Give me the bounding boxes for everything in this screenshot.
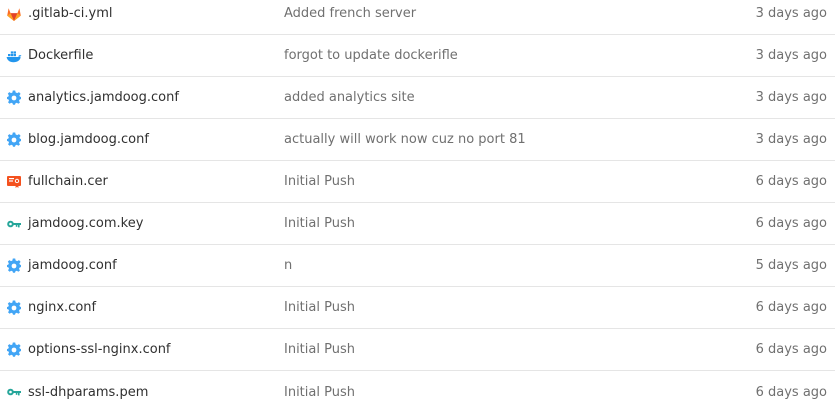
file-name[interactable]: nginx.conf xyxy=(28,300,97,315)
commit-date: 3 days ago xyxy=(755,90,827,105)
file-name[interactable]: blog.jamdoog.conf xyxy=(28,132,149,147)
file-row[interactable]: nginx.conf Initial Push 6 days ago xyxy=(0,287,835,329)
settings-gear-icon xyxy=(6,341,22,358)
file-name[interactable]: options-ssl-nginx.conf xyxy=(28,342,171,357)
file-row[interactable]: fullchain.cer Initial Push 6 days ago xyxy=(0,161,835,203)
commit-message[interactable]: n xyxy=(284,258,293,273)
file-name-cell[interactable]: Dockerfile xyxy=(6,35,93,76)
file-name-cell[interactable]: options-ssl-nginx.conf xyxy=(6,329,171,370)
commit-date: 3 days ago xyxy=(755,6,827,21)
commit-message[interactable]: Initial Push xyxy=(284,384,355,400)
key-icon xyxy=(6,216,22,232)
file-name[interactable]: fullchain.cer xyxy=(28,174,108,189)
file-row[interactable]: jamdoog.com.key Initial Push 6 days ago xyxy=(0,203,835,245)
settings-gear-icon xyxy=(6,257,22,274)
file-name-cell[interactable]: nginx.conf xyxy=(6,287,96,328)
file-name-cell[interactable]: blog.jamdoog.conf xyxy=(6,119,149,160)
commit-message[interactable]: actually will work now cuz no port 81 xyxy=(284,132,526,147)
file-row[interactable]: ssl-dhparams.pem Initial Push 6 days ago xyxy=(0,371,835,408)
file-name[interactable]: jamdoog.conf xyxy=(28,258,117,273)
file-name[interactable]: Dockerfile xyxy=(28,48,94,63)
gitlab-icon xyxy=(6,6,22,22)
commit-date: 5 days ago xyxy=(755,258,827,273)
file-row[interactable]: Dockerfile forgot to update dockerifle 3… xyxy=(0,35,835,77)
commit-message[interactable]: Initial Push xyxy=(284,174,355,189)
docker-icon xyxy=(6,48,22,64)
file-row[interactable]: blog.jamdoog.conf actually will work now… xyxy=(0,119,835,161)
commit-message[interactable]: Initial Push xyxy=(284,216,355,231)
file-name-cell[interactable]: analytics.jamdoog.conf xyxy=(6,77,179,118)
commit-date: 3 days ago xyxy=(755,132,827,147)
commit-message[interactable]: Initial Push xyxy=(284,342,355,357)
file-row[interactable]: .gitlab-ci.yml Added french server 3 day… xyxy=(0,0,835,35)
file-name-cell[interactable]: jamdoog.conf xyxy=(6,245,117,286)
commit-date: 6 days ago xyxy=(755,300,827,315)
commit-date: 6 days ago xyxy=(755,342,827,357)
file-row[interactable]: analytics.jamdoog.conf added analytics s… xyxy=(0,77,835,119)
file-name[interactable]: jamdoog.com.key xyxy=(28,216,144,231)
commit-message[interactable]: Added french server xyxy=(284,6,417,21)
file-name-cell[interactable]: ssl-dhparams.pem xyxy=(6,371,148,408)
commit-message[interactable]: added analytics site xyxy=(284,90,415,105)
commit-message[interactable]: Initial Push xyxy=(284,300,355,315)
file-name[interactable]: ssl-dhparams.pem xyxy=(28,384,149,400)
file-name[interactable]: .gitlab-ci.yml xyxy=(28,6,113,21)
settings-gear-icon xyxy=(6,131,22,148)
file-row[interactable]: jamdoog.conf n 5 days ago xyxy=(0,245,835,287)
commit-date: 6 days ago xyxy=(755,174,827,189)
commit-date: 6 days ago xyxy=(755,216,827,231)
key-icon xyxy=(6,384,22,400)
commit-date: 6 days ago xyxy=(755,384,827,400)
file-name-cell[interactable]: .gitlab-ci.yml xyxy=(6,0,112,22)
file-row[interactable]: options-ssl-nginx.conf Initial Push 6 da… xyxy=(0,329,835,371)
file-name-cell[interactable]: fullchain.cer xyxy=(6,161,108,202)
file-name[interactable]: analytics.jamdoog.conf xyxy=(28,90,179,105)
file-name-cell[interactable]: jamdoog.com.key xyxy=(6,203,143,244)
commit-message[interactable]: forgot to update dockerifle xyxy=(284,48,458,63)
certificate-icon xyxy=(6,174,22,190)
settings-gear-icon xyxy=(6,89,22,106)
commit-date: 3 days ago xyxy=(755,48,827,63)
settings-gear-icon xyxy=(6,299,22,316)
